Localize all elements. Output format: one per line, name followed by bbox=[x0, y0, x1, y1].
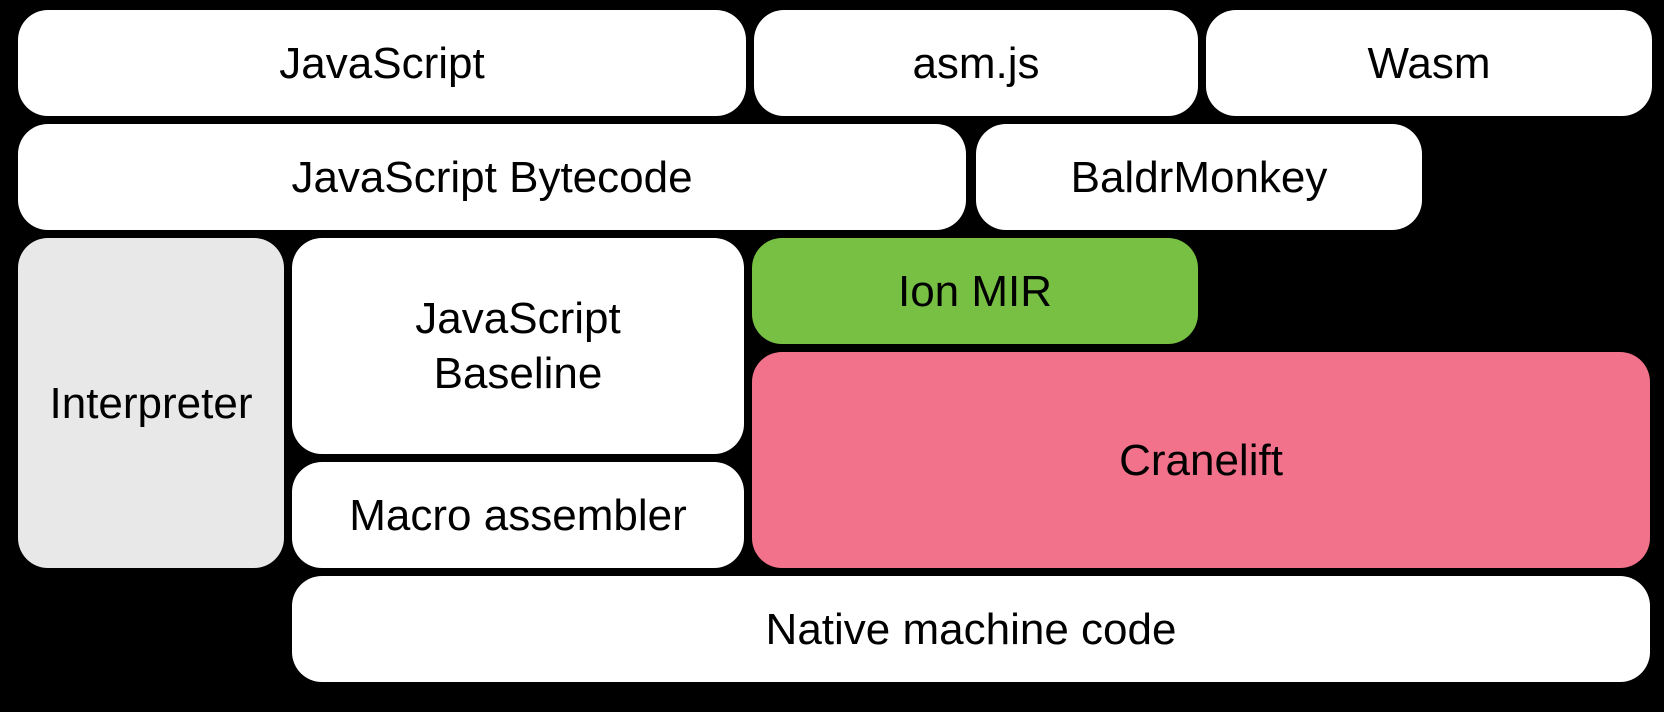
node-wasm: Wasm bbox=[1206, 10, 1652, 116]
node-macro-assembler: Macro assembler bbox=[292, 462, 744, 568]
node-interpreter: Interpreter bbox=[18, 238, 284, 568]
node-javascript: JavaScript bbox=[18, 10, 746, 116]
node-asmjs-label: asm.js bbox=[912, 38, 1040, 88]
node-cranelift-label: Cranelift bbox=[1119, 435, 1283, 485]
node-native-machine-code: Native machine code bbox=[292, 576, 1650, 682]
node-asmjs: asm.js bbox=[754, 10, 1198, 116]
node-wasm-label: Wasm bbox=[1367, 38, 1491, 88]
node-ion-mir-label: Ion MIR bbox=[897, 266, 1053, 316]
node-javascript-label: JavaScript bbox=[279, 38, 485, 88]
node-javascript-bytecode-label: JavaScript Bytecode bbox=[291, 152, 693, 202]
node-native-machine-code-label: Native machine code bbox=[765, 604, 1177, 654]
node-javascript-baseline-label: JavaScript Baseline bbox=[415, 294, 621, 398]
node-ion-mir: Ion MIR bbox=[752, 238, 1198, 344]
node-javascript-bytecode: JavaScript Bytecode bbox=[18, 124, 966, 230]
node-interpreter-label: Interpreter bbox=[49, 378, 253, 428]
node-baldrmonkey: BaldrMonkey bbox=[976, 124, 1422, 230]
node-javascript-baseline: JavaScript Baseline bbox=[292, 238, 744, 454]
node-cranelift: Cranelift bbox=[752, 352, 1650, 568]
node-baldrmonkey-label: BaldrMonkey bbox=[1070, 152, 1328, 202]
node-macro-assembler-label: Macro assembler bbox=[349, 490, 687, 540]
